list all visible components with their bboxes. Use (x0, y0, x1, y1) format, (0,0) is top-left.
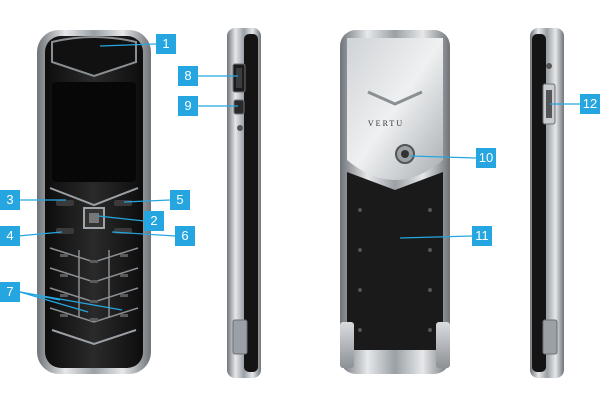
callout-badge-5: 5 (170, 190, 190, 210)
right-side-key-slot (546, 90, 552, 118)
callout-line-7c (19, 291, 123, 311)
right-side-view-phone (530, 28, 564, 378)
callout-badge-4: 4 (0, 226, 20, 246)
callout-badge-7: 7 (0, 282, 20, 302)
back-plate-chevron (367, 90, 423, 106)
earpiece-chevron (51, 36, 137, 78)
side-key-upper-slot (236, 68, 242, 88)
front-top-chevron (49, 187, 139, 207)
callout-badge-9: 9 (178, 96, 198, 116)
left-softkey (56, 200, 74, 206)
back-cover (347, 172, 443, 350)
callout-badge-6: 6 (175, 226, 195, 246)
callout-line-1 (99, 43, 157, 47)
callout-badge-1: 1 (156, 34, 176, 54)
back-cover-rivets (358, 208, 432, 332)
back-right-foot (436, 322, 450, 368)
callout-line-5 (123, 199, 171, 203)
left-side-view-phone (227, 28, 261, 378)
side-key-lower (233, 99, 245, 115)
callout-badge-10: 10 (476, 148, 496, 168)
right-side-lower-clip (542, 319, 558, 355)
side-screw (237, 125, 243, 131)
vertu-brand-text: VERTU (367, 119, 405, 128)
navigation-key-center (89, 213, 99, 223)
left-side-lower-clip (232, 319, 248, 355)
callout-line-7b (19, 291, 89, 313)
front-display (52, 82, 136, 182)
callout-line-6 (111, 231, 176, 237)
callout-badge-2: 2 (144, 211, 164, 231)
callout-badge-3: 3 (0, 190, 20, 210)
callout-line-10 (409, 155, 477, 159)
back-metal-plate (347, 38, 443, 180)
front-bottom-chevron (51, 329, 137, 346)
right-softkey (114, 200, 132, 206)
camera-lens-center (401, 150, 409, 158)
back-view-phone (340, 30, 450, 374)
keypad-digits (60, 254, 128, 321)
back-left-foot (340, 322, 354, 368)
callout-badge-11: 11 (472, 226, 492, 246)
callout-line-11 (399, 235, 473, 239)
callout-line-2 (97, 215, 145, 222)
callout-line-4 (17, 231, 63, 237)
front-view-phone (37, 30, 151, 374)
callout-badge-12: 12 (580, 94, 600, 114)
callout-badge-8: 8 (178, 66, 198, 86)
left-side-body (244, 34, 258, 372)
callout-lines (17, 43, 580, 313)
right-side-screw (546, 63, 552, 69)
call-key (56, 228, 74, 234)
